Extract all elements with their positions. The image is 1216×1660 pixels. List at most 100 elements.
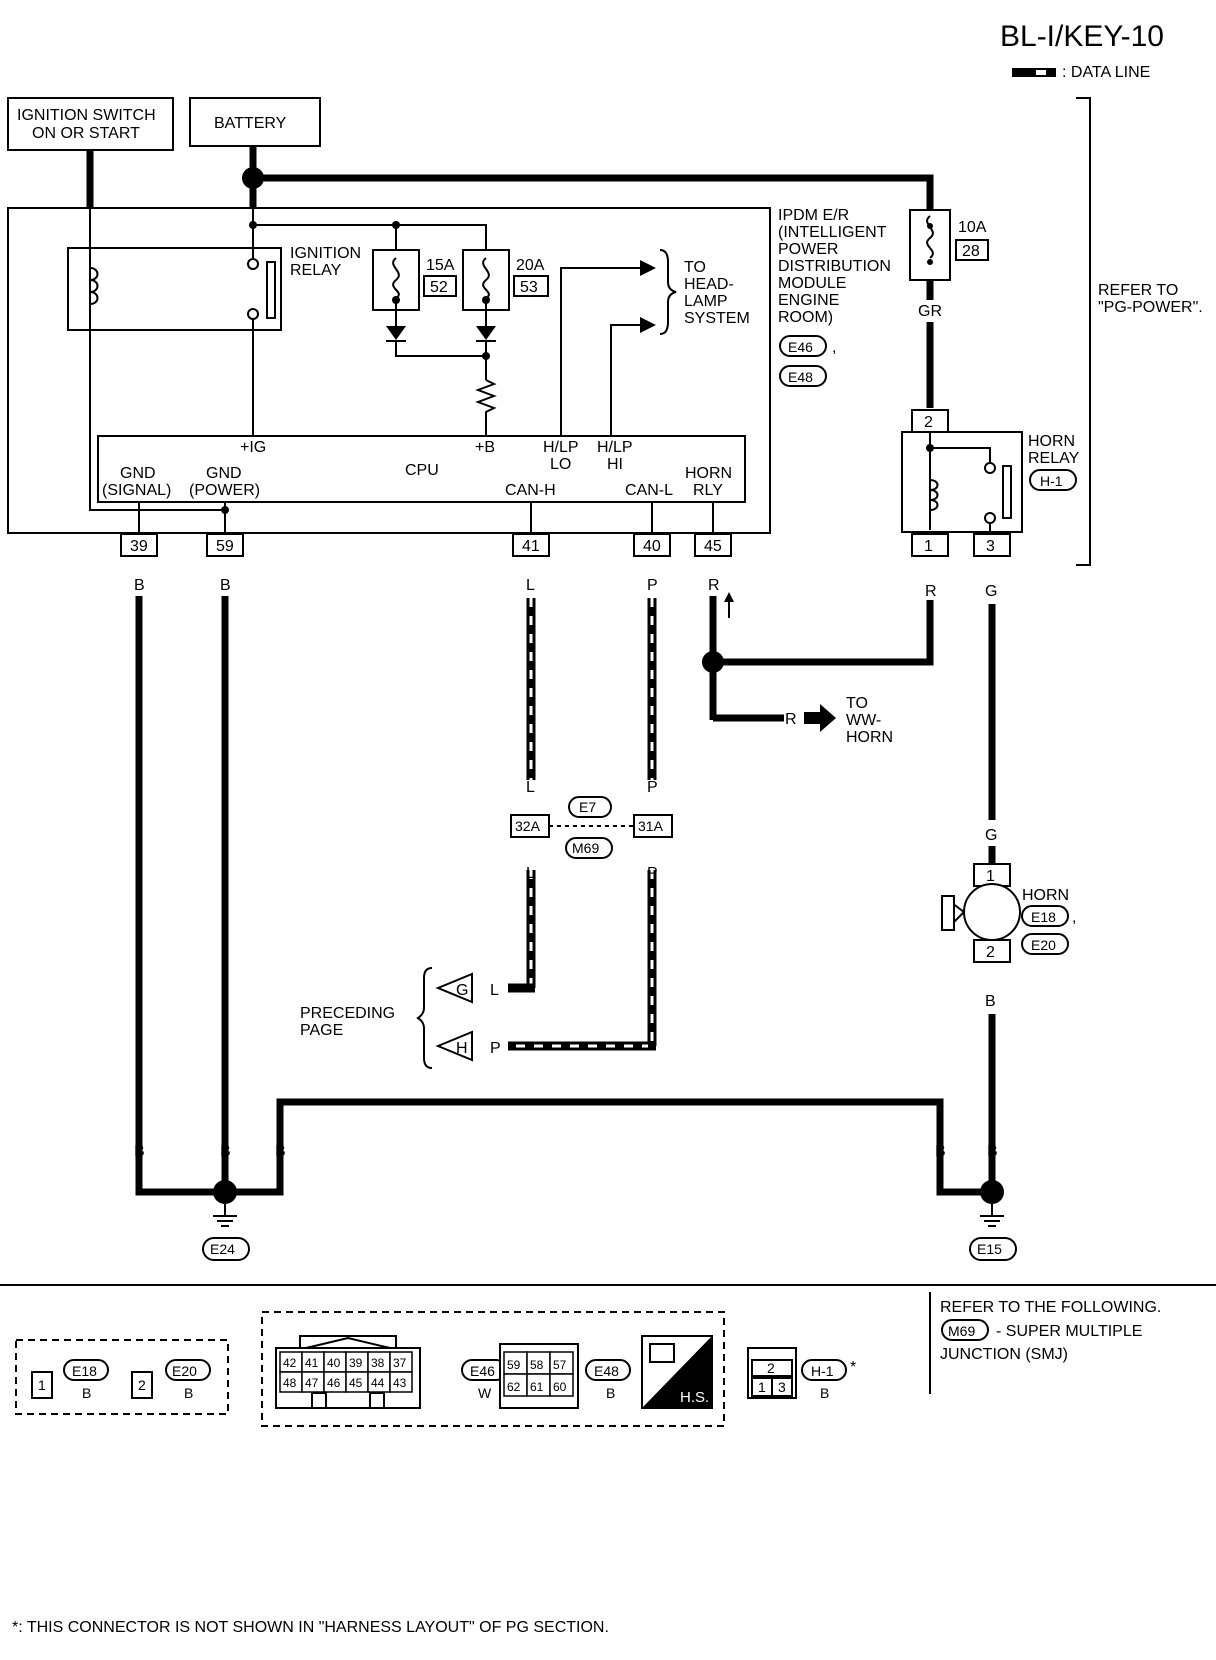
- connector-view-e20: 2 E20 B: [131, 1359, 211, 1401]
- footer-refer-2: - SUPER MULTIPLE: [996, 1323, 1142, 1340]
- svg-text:: DATA LINE: : DATA LINE: [1062, 64, 1150, 81]
- ignition-switch-box: [7, 97, 174, 151]
- connector-group-horn: [15, 1339, 229, 1415]
- svg-text:CAN-H: CAN-H: [505, 482, 556, 499]
- horn-pin-1: 1: [973, 863, 1011, 887]
- pin-41: 41: [512, 533, 550, 557]
- horn-pin-2: 2: [973, 939, 1011, 963]
- ignition-relay-label-2: RELAY: [290, 262, 342, 279]
- svg-text:B: B: [184, 1385, 193, 1401]
- horn-relay-label-2: RELAY: [1028, 450, 1080, 467]
- refer-pg-power-2: "PG-POWER".: [1098, 299, 1203, 316]
- svg-text:P: P: [490, 1040, 501, 1057]
- data-line-legend: : DATA LINE: [1012, 64, 1150, 81]
- junction-e7: E7: [568, 796, 612, 818]
- svg-text:2: 2: [924, 414, 933, 431]
- ground-symbol-e24: [213, 1204, 237, 1227]
- svg-text:R: R: [785, 711, 797, 728]
- svg-text:E46: E46: [470, 1363, 495, 1379]
- svg-text:,: ,: [1072, 909, 1076, 926]
- svg-text:H: H: [456, 1040, 468, 1057]
- diode-15a: [386, 326, 406, 340]
- svg-text:1: 1: [758, 1379, 766, 1395]
- svg-text:*: *: [850, 1359, 856, 1376]
- svg-text:W: W: [478, 1385, 492, 1401]
- e46-cell-label-45: 45: [349, 1376, 363, 1390]
- svg-text:HI: HI: [607, 456, 623, 473]
- pin-40: 40: [633, 533, 671, 557]
- pin-59: 59: [206, 533, 244, 557]
- svg-text:H/LP: H/LP: [543, 439, 579, 456]
- ground-splice-e24: [213, 1180, 237, 1204]
- svg-text:TO: TO: [684, 259, 706, 276]
- svg-text:E48: E48: [594, 1363, 619, 1379]
- svg-text:(POWER): (POWER): [189, 482, 260, 499]
- svg-text:39: 39: [130, 538, 148, 555]
- svg-text:41: 41: [522, 538, 540, 555]
- ignition-switch-label-2: ON OR START: [32, 125, 140, 142]
- svg-text:1: 1: [986, 868, 995, 885]
- svg-text:B: B: [606, 1385, 615, 1401]
- r-splice: [702, 651, 724, 673]
- svg-text:H-1: H-1: [811, 1363, 834, 1379]
- ground-symbol-e15: [980, 1204, 1004, 1227]
- fuse-10a: [909, 209, 951, 281]
- refer-pg-power-1: REFER TO: [1098, 282, 1178, 299]
- svg-text:2: 2: [767, 1360, 775, 1376]
- e46-cell-43: [389, 1371, 413, 1393]
- svg-text:E46: E46: [788, 339, 813, 355]
- junction-pin-32a: 32A: [510, 814, 550, 838]
- svg-text:B: B: [82, 1385, 91, 1401]
- e48-cell-label-62: 62: [507, 1380, 521, 1394]
- svg-text:GND: GND: [120, 465, 156, 482]
- svg-text:+B: +B: [475, 439, 495, 456]
- e48-cell-label-59: 59: [507, 1358, 521, 1372]
- e48-cell-60: [549, 1373, 574, 1397]
- preceding-page-1: PRECEDING: [300, 1005, 395, 1022]
- svg-text:TO: TO: [846, 695, 868, 712]
- e46-cell-label-48: 48: [283, 1376, 297, 1390]
- svg-text:B: B: [134, 577, 145, 594]
- svg-text:(SIGNAL): (SIGNAL): [102, 482, 171, 499]
- footer-refer-m69: M69: [941, 1319, 989, 1341]
- cpu-block: [97, 435, 746, 503]
- e48-cell-label-60: 60: [553, 1380, 567, 1394]
- svg-text:59: 59: [216, 538, 234, 555]
- svg-text:M69: M69: [948, 1323, 975, 1339]
- footer-refer-1: REFER TO THE FOLLOWING.: [940, 1299, 1161, 1316]
- ground-bridge: [276, 1098, 944, 1176]
- svg-text:LO: LO: [550, 456, 571, 473]
- svg-text:G: G: [456, 982, 468, 999]
- svg-text:+IG: +IG: [240, 439, 266, 456]
- preceding-arrow-h: H P: [435, 1030, 501, 1062]
- svg-text:B: B: [220, 577, 231, 594]
- svg-text:LAMP: LAMP: [684, 293, 728, 310]
- svg-text:P: P: [647, 577, 658, 594]
- ww-horn-label: TO WW- HORN: [846, 695, 893, 746]
- horn-relay-label-1: HORN: [1028, 433, 1075, 450]
- svg-text:B: B: [985, 993, 996, 1010]
- svg-text:HEAD-: HEAD-: [684, 276, 734, 293]
- harness-side-badge: H.S.: [641, 1335, 713, 1409]
- ww-horn-arrow: [804, 704, 836, 732]
- svg-text:GND: GND: [206, 465, 242, 482]
- svg-text:RLY: RLY: [693, 482, 723, 499]
- ignition-relay-label-1: IGNITION: [290, 245, 361, 262]
- connector-view-e18: 1 E18 B: [31, 1359, 109, 1401]
- svg-text:E18: E18: [72, 1363, 97, 1379]
- svg-text:CAN-L: CAN-L: [625, 482, 673, 499]
- horn-connector-e18: E18,: [1021, 905, 1076, 927]
- horn-symbol: [941, 883, 1021, 941]
- svg-text:28: 28: [962, 243, 980, 260]
- e46-cell-label-40: 40: [327, 1356, 341, 1370]
- svg-text:IPDM E/R: IPDM E/R: [778, 207, 849, 224]
- svg-text:M69: M69: [572, 840, 599, 856]
- svg-text:45: 45: [704, 538, 722, 555]
- can-h-line: [508, 598, 536, 993]
- svg-text:E7: E7: [579, 799, 596, 815]
- svg-text:E20: E20: [172, 1363, 197, 1379]
- svg-text:H.S.: H.S.: [680, 1389, 709, 1406]
